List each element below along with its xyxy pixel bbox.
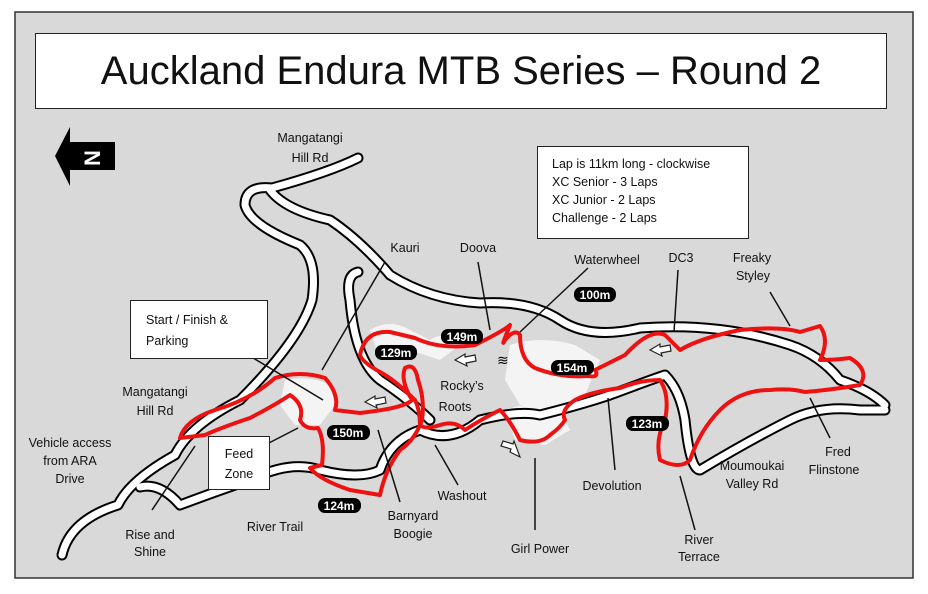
trail-label-rockys-roots: Rocky’s <box>440 379 484 393</box>
elevation-badge-150: 150m <box>327 425 370 440</box>
road-label-vehicle-access-2: from ARA <box>43 454 97 468</box>
feed-label: Feed <box>224 447 254 461</box>
svg-text:129m: 129m <box>381 346 412 360</box>
svg-text:150m: 150m <box>333 426 364 440</box>
direction-arrows <box>363 342 672 459</box>
info-line-lap: Lap is 11km long - clockwise <box>552 157 711 171</box>
map-title: Auckland Endura MTB Series – Round 2 <box>35 33 887 109</box>
info-line-xc-senior: XC Senior - 3 Laps <box>552 175 658 189</box>
svg-text:154m: 154m <box>557 361 588 375</box>
leader-lines <box>151 261 831 531</box>
road-label-moumoukai: Moumoukai <box>720 459 785 473</box>
trail-label-rise-and-shine-2: Shine <box>134 545 166 559</box>
info-line-challenge: Challenge - 2 Laps <box>552 211 657 225</box>
zone-label: Zone <box>224 467 254 481</box>
north-arrow-icon: N <box>55 127 115 186</box>
elevation-badge-124: 124m <box>318 498 361 513</box>
arrow-left-icon <box>363 394 387 410</box>
map-labels: Mangatangi Hill Rd Kauri Doova Waterwhee… <box>29 131 860 564</box>
trail-label-fred-flinstone: Fred <box>825 445 851 459</box>
elevation-badge-123: 123m <box>626 416 669 431</box>
road-label-mangatangi-left: Mangatangi <box>122 385 187 399</box>
trail-label-freaky-styley-2: Styley <box>736 269 771 283</box>
road-label-moumoukai-2: Valley Rd <box>726 477 779 491</box>
road-label-mangatangi-left-2: Hill Rd <box>137 404 174 418</box>
trail-label-freaky-styley: Freaky <box>733 251 772 265</box>
trail-label-devolution: Devolution <box>582 479 641 493</box>
road-label-mangatangi-top: Mangatangi <box>277 131 342 145</box>
arrow-left-icon <box>648 342 672 358</box>
trail-label-doova: Doova <box>460 241 496 255</box>
trail-label-waterwheel: Waterwheel <box>574 253 640 267</box>
trail-label-river-terrace: River <box>684 533 713 547</box>
trail-label-barnyard-boogie-2: Boogie <box>394 527 433 541</box>
trail-label-rise-and-shine: Rise and <box>125 528 174 542</box>
trail-label-river-trail: River Trail <box>247 520 303 534</box>
elevation-badge-129: 129m <box>375 345 417 360</box>
info-line-xc-junior: XC Junior - 2 Laps <box>552 193 656 207</box>
start-finish-label: Start / Finish & <box>146 313 228 327</box>
svg-text:N: N <box>80 150 105 166</box>
trail-label-kauri: Kauri <box>390 241 419 255</box>
trail-label-girl-power: Girl Power <box>511 542 569 556</box>
start-finish-callout: Start / Finish & Parking <box>130 300 268 359</box>
svg-text:124m: 124m <box>324 499 355 513</box>
trail-label-dc3: DC3 <box>668 251 693 265</box>
parking-label: Parking <box>146 334 189 348</box>
svg-text:123m: 123m <box>632 417 663 431</box>
elevation-badge-154: 154m <box>551 360 594 375</box>
arrow-right-icon <box>500 439 522 459</box>
road-label-mangatangi-top-2: Hill Rd <box>292 151 329 165</box>
elevation-badge-100: 100m <box>574 287 616 302</box>
road-label-vehicle-access-3: Drive <box>55 472 84 486</box>
trail-label-river-terrace-2: Terrace <box>678 550 720 564</box>
trail-label-washout: Washout <box>438 489 487 503</box>
elevation-badge-149: 149m <box>441 329 483 344</box>
race-course-loop <box>178 323 866 497</box>
trail-label-fred-flinstone-2: Flinstone <box>809 463 860 477</box>
arrow-left-icon <box>453 352 477 368</box>
race-info-box: Lap is 11km long - clockwise XC Senior -… <box>537 146 749 239</box>
waterwheel-icon: ≋ <box>497 352 509 368</box>
elevation-badges: 100m 149m 129m 154m 123m 150m 124m <box>318 287 669 513</box>
feed-zone-callout: Feed Zone <box>208 436 270 490</box>
svg-text:100m: 100m <box>580 288 611 302</box>
trail-label-rockys-roots-2: Roots <box>439 400 472 414</box>
road-label-vehicle-access: Vehicle access <box>29 436 112 450</box>
svg-text:149m: 149m <box>447 330 478 344</box>
trail-label-barnyard-boogie: Barnyard <box>388 509 439 523</box>
